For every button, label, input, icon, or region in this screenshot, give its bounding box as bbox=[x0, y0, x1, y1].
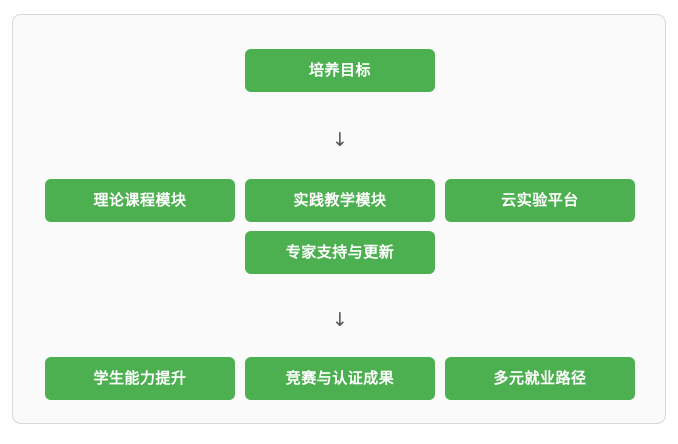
node-cloud-lab-platform[interactable]: 云实验平台 bbox=[445, 179, 635, 222]
arrow-down-1-icon: ↓ bbox=[332, 129, 348, 151]
row-training-objective: 培养目标 bbox=[45, 49, 635, 92]
node-training-objective[interactable]: 培养目标 bbox=[245, 49, 435, 92]
node-competition-certification-results[interactable]: 竞赛与认证成果 bbox=[245, 357, 435, 400]
row-expert-support: 专家支持与更新 bbox=[45, 231, 635, 274]
node-diverse-employment-paths[interactable]: 多元就业路径 bbox=[445, 357, 635, 400]
node-practical-teaching-module[interactable]: 实践教学模块 bbox=[245, 179, 435, 222]
row-outcomes: 学生能力提升 竞赛与认证成果 多元就业路径 bbox=[45, 357, 635, 400]
node-expert-support-update[interactable]: 专家支持与更新 bbox=[245, 231, 435, 274]
arrow-down-2-icon: ↓ bbox=[332, 309, 348, 331]
flowchart-canvas: 培养目标 ↓ 理论课程模块 实践教学模块 云实验平台 专家支持与更新 ↓ 学生能… bbox=[12, 14, 666, 424]
row-modules: 理论课程模块 实践教学模块 云实验平台 bbox=[45, 179, 635, 222]
node-theory-course-module[interactable]: 理论课程模块 bbox=[45, 179, 235, 222]
node-student-ability-improvement[interactable]: 学生能力提升 bbox=[45, 357, 235, 400]
